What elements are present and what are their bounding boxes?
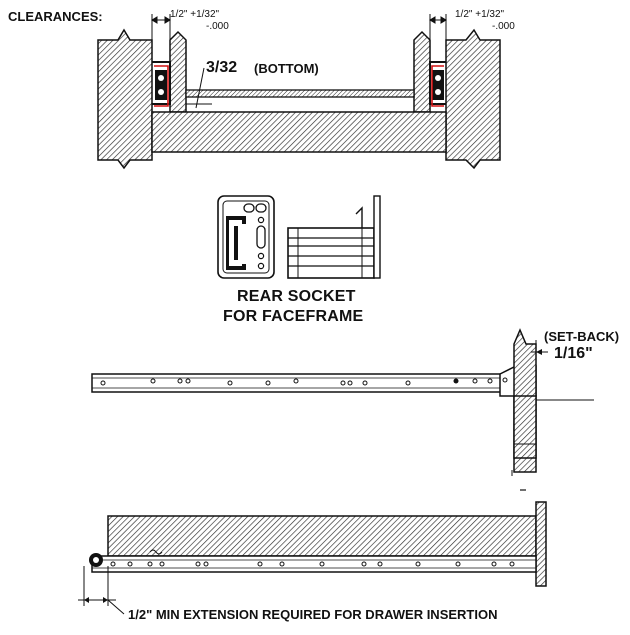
right-slide-profile (429, 61, 446, 107)
bottom-gap-leader (186, 67, 212, 109)
setback-value: 1/16" (554, 345, 593, 362)
clearance-section (97, 14, 501, 170)
left-drawer-side (169, 30, 187, 113)
right-cabinet-side (445, 28, 501, 170)
left-cabinet-side (97, 28, 153, 170)
slide-extended (78, 501, 547, 615)
right-drawer-side (413, 30, 431, 113)
rear-socket-side-view (287, 195, 381, 279)
left-slide-profile (152, 61, 171, 107)
bottom-gap-label: (BOTTOM) (254, 61, 319, 76)
extension-note: 1/2" MIN EXTENSION REQUIRED FOR DRAWER I… (128, 607, 498, 622)
drawer-front-base (151, 111, 447, 153)
right-clearance-dimension (429, 14, 447, 42)
rear-socket-front-view (217, 195, 275, 279)
left-tolerance-lower: -.000 (206, 21, 229, 32)
bottom-gap-value: 3/32 (206, 59, 238, 76)
drawer-bottom-panel (185, 89, 415, 98)
rear-socket-caption-line2: FOR FACEFRAME (223, 308, 364, 325)
right-tolerance-lower: -.000 (492, 21, 515, 32)
left-clearance-dimension (151, 14, 171, 42)
setback-label: (SET-BACK) (544, 329, 620, 344)
slide-closed (91, 328, 594, 491)
right-tolerance-upper: 1/2" +1/32" (455, 9, 505, 20)
rear-socket-caption-line1: REAR SOCKET (237, 288, 356, 305)
clearances-title: CLEARANCES: (8, 9, 103, 24)
left-tolerance-upper: 1/2" +1/32" (170, 9, 220, 20)
